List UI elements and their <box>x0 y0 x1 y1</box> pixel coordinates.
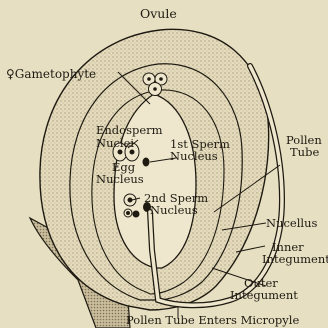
label-first-sperm-nucleus: 1st Sperm Nucleus <box>170 138 230 162</box>
label-inner-line2: Integument <box>262 253 328 265</box>
label-nucellus: Nucellus <box>266 217 317 229</box>
label-pollen-tube-line2: Tube <box>286 146 322 158</box>
label-inner-integument: Inner Integument <box>262 241 328 265</box>
label-micropyle: Pollen Tube Enters Micropyle <box>126 314 299 326</box>
label-outer-integument: Outer Integument <box>230 277 298 301</box>
label-pollen-tube: Pollen Tube <box>286 134 322 158</box>
label-endosperm: Endosperm <box>96 124 163 136</box>
label-second-sperm-line2: Nucleus <box>144 204 208 216</box>
label-outer-line2: Integument <box>230 289 298 301</box>
label-egg-line2: Nucleus <box>96 173 144 185</box>
label-endosperm-nuclei: Nuclei <box>96 137 134 149</box>
title-ovule: Ovule <box>140 8 177 20</box>
label-second-sperm-nucleus: 2nd Sperm Nucleus <box>144 192 208 216</box>
label-egg-nucleus: Egg Nucleus <box>108 161 144 185</box>
label-first-sperm-line2: Nucleus <box>170 150 230 162</box>
label-gametophyte: ♀Gametophyte <box>6 68 96 80</box>
